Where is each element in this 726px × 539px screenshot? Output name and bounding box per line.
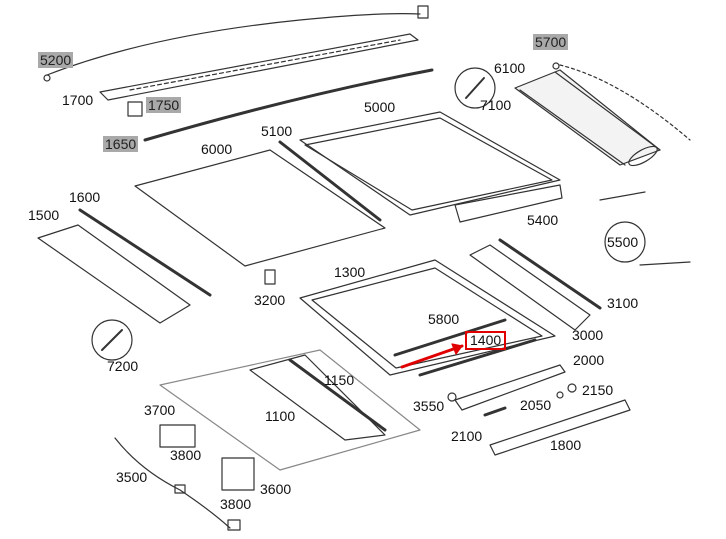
label-1400[interactable]: 1400 bbox=[465, 331, 507, 350]
label-5800[interactable]: 5800 bbox=[428, 311, 460, 327]
label-1750[interactable]: 1750 bbox=[146, 97, 182, 113]
glass-panel-1500 bbox=[37, 224, 191, 324]
motor-3600 bbox=[221, 457, 255, 491]
label-3100[interactable]: 3100 bbox=[607, 295, 639, 311]
highlight-arrow bbox=[400, 344, 464, 369]
label-5700[interactable]: 5700 bbox=[533, 34, 569, 50]
cable-5200 bbox=[46, 13, 421, 76]
bracket-2100 bbox=[483, 406, 507, 417]
label-3000[interactable]: 3000 bbox=[572, 327, 604, 343]
rail-1700 bbox=[99, 33, 419, 101]
label-1150[interactable]: 1150 bbox=[324, 372, 355, 388]
rail-5400 bbox=[454, 184, 563, 223]
label-5000[interactable]: 5000 bbox=[364, 99, 396, 115]
label-3600[interactable]: 3600 bbox=[260, 481, 292, 497]
label-6100[interactable]: 6100 bbox=[494, 60, 526, 76]
label-3550[interactable]: 3550 bbox=[413, 398, 445, 414]
motor-3700 bbox=[159, 424, 196, 448]
rail-3000 bbox=[469, 244, 591, 331]
frame-1100-rail bbox=[249, 354, 386, 441]
seal-1600 bbox=[78, 208, 212, 297]
label-7200[interactable]: 7200 bbox=[107, 358, 139, 374]
label-1800[interactable]: 1800 bbox=[550, 437, 582, 453]
blind-cable-5700 bbox=[559, 64, 691, 141]
clip-1750 bbox=[127, 101, 143, 117]
label-5200[interactable]: 5200 bbox=[38, 52, 74, 68]
label-6000[interactable]: 6000 bbox=[201, 141, 233, 157]
seal-1400 bbox=[418, 338, 537, 377]
callout-5500 bbox=[604, 221, 646, 263]
label-2150[interactable]: 2150 bbox=[582, 382, 614, 398]
rail-2000 bbox=[454, 364, 566, 411]
harness-3500 bbox=[114, 437, 231, 529]
label-3800-upper[interactable]: 3800 bbox=[170, 447, 202, 463]
label-5500[interactable]: 5500 bbox=[607, 234, 639, 250]
label-3500[interactable]: 3500 bbox=[116, 469, 148, 485]
label-2000[interactable]: 2000 bbox=[573, 352, 605, 368]
bolt-2150 bbox=[567, 383, 577, 393]
label-1700[interactable]: 1700 bbox=[62, 92, 94, 108]
label-1600[interactable]: 1600 bbox=[69, 189, 101, 205]
bolt-2050 bbox=[556, 391, 564, 399]
label-3800-lower[interactable]: 3800 bbox=[220, 496, 252, 512]
label-2050[interactable]: 2050 bbox=[520, 397, 552, 413]
label-5100[interactable]: 5100 bbox=[261, 123, 293, 139]
label-1500[interactable]: 1500 bbox=[28, 207, 60, 223]
cable-5200-connector bbox=[417, 5, 429, 19]
trim-5100 bbox=[278, 140, 382, 222]
label-1100[interactable]: 1100 bbox=[265, 408, 296, 424]
label-3700[interactable]: 3700 bbox=[144, 402, 176, 418]
label-5400[interactable]: 5400 bbox=[527, 212, 559, 228]
frame-1300 bbox=[299, 259, 556, 376]
rail-3100 bbox=[498, 238, 602, 310]
clip-3200 bbox=[264, 269, 276, 285]
deflector-5800 bbox=[393, 318, 507, 357]
seal-1650 bbox=[143, 68, 434, 142]
label-1300[interactable]: 1300 bbox=[334, 264, 366, 280]
glass-panel-5000 bbox=[299, 111, 561, 216]
frame-1100 bbox=[159, 349, 421, 471]
label-2100[interactable]: 2100 bbox=[451, 428, 483, 444]
glass-panel-6000 bbox=[134, 149, 386, 267]
label-3200[interactable]: 3200 bbox=[254, 292, 286, 308]
label-1650[interactable]: 1650 bbox=[103, 136, 139, 152]
roller-blind-6100 bbox=[514, 69, 661, 166]
label-7100[interactable]: 7100 bbox=[480, 97, 512, 113]
rail-1800 bbox=[489, 399, 631, 456]
screw-3550 bbox=[447, 392, 457, 402]
